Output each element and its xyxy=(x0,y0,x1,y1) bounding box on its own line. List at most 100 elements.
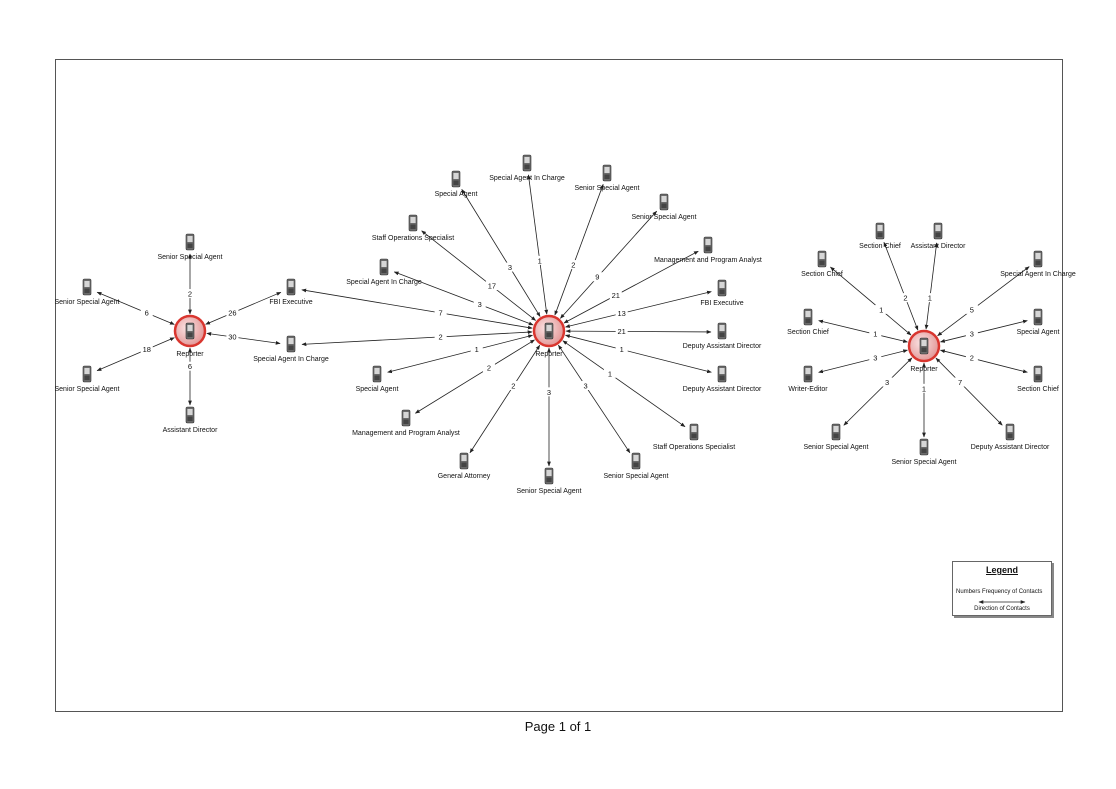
contact-label: Assistant Director xyxy=(163,427,219,434)
contact-label: Section Chief xyxy=(801,271,843,278)
contact-count: 17 xyxy=(488,282,496,291)
phone-icon xyxy=(544,467,554,485)
contact-count: 2 xyxy=(188,290,192,299)
contact-count: 7 xyxy=(958,378,962,387)
contact-count: 9 xyxy=(595,273,599,282)
contact-label: Senior Special Agent xyxy=(158,254,223,261)
contact-count: 2 xyxy=(439,332,443,341)
contact-count: 3 xyxy=(547,388,551,397)
contact-count: 1 xyxy=(608,369,612,378)
contact-label: Deputy Assistant Director xyxy=(683,343,762,350)
contact-count: 1 xyxy=(879,305,883,314)
contact-link xyxy=(565,290,712,328)
contact-link xyxy=(205,291,282,325)
phone-icon xyxy=(703,236,713,254)
contact-label: Special Agent xyxy=(356,386,399,393)
contact-count: 2 xyxy=(903,294,907,303)
contact-label: Senior Special Agent xyxy=(517,488,582,495)
contact-count: 3 xyxy=(583,382,587,391)
contact-label: Special Agent In Charge xyxy=(1000,271,1076,278)
phone-icon xyxy=(185,322,195,340)
hub-label: Reporter xyxy=(910,366,938,373)
contact-label: FBI Executive xyxy=(269,299,312,306)
contact-link xyxy=(818,319,908,343)
contact-label: Deputy Assistant Director xyxy=(683,386,762,393)
phone-icon xyxy=(185,233,195,251)
phone-icon xyxy=(919,438,929,456)
phone-icon xyxy=(717,322,727,340)
contact-count: 2 xyxy=(511,382,515,391)
contact-count: 1 xyxy=(538,256,542,265)
reporter-hub: Reporter xyxy=(907,329,941,373)
contact-label: Writer-Editor xyxy=(788,386,828,393)
contact-label: Assistant Director xyxy=(911,243,967,250)
contact-link xyxy=(940,319,1028,343)
hub-label: Reporter xyxy=(535,351,563,358)
contact-link xyxy=(96,337,175,372)
contact-count: 5 xyxy=(970,305,974,314)
legend-arrow-icon xyxy=(978,600,1026,604)
contact-link xyxy=(301,330,533,347)
contact-label: Special Agent xyxy=(435,191,478,198)
phone-icon xyxy=(451,170,461,188)
phone-icon xyxy=(286,335,296,353)
phone-icon xyxy=(631,452,641,470)
phone-icon xyxy=(717,365,727,383)
contact-count: 3 xyxy=(970,330,974,339)
contact-label: Management and Program Analyst xyxy=(654,257,762,264)
contact-count: 3 xyxy=(885,378,889,387)
contact-count: 7 xyxy=(439,308,443,317)
phone-icon xyxy=(602,164,612,182)
legend-frequency-text: Numbers Frequency of Contacts xyxy=(956,589,1043,595)
contact-label: Senior Special Agent xyxy=(55,386,120,393)
contact-link xyxy=(830,266,912,336)
phone-icon xyxy=(803,308,813,326)
contact-link xyxy=(469,344,541,454)
contact-link xyxy=(818,349,908,374)
contact-label: Special Agent xyxy=(1017,329,1060,336)
contact-link xyxy=(461,188,541,317)
phone-icon xyxy=(1033,365,1043,383)
contact-link xyxy=(935,357,1003,426)
contact-link xyxy=(301,288,533,330)
legend-direction-text: Direction of Contacts xyxy=(974,606,1030,612)
contact-count: 6 xyxy=(145,308,149,317)
contact-count: 2 xyxy=(487,363,491,372)
contact-link xyxy=(565,329,712,334)
phone-icon xyxy=(185,406,195,424)
phone-icon xyxy=(286,278,296,296)
phone-icon xyxy=(689,423,699,441)
contact-count: 1 xyxy=(475,345,479,354)
contact-label: Special Agent In Charge xyxy=(253,356,329,363)
contact-count: 2 xyxy=(970,354,974,363)
contact-count: 2 xyxy=(571,261,575,270)
contact-link xyxy=(96,291,175,325)
contact-count: 1 xyxy=(928,294,932,303)
contact-label: Staff Operations Specialist xyxy=(372,235,454,242)
phone-icon xyxy=(717,279,727,297)
phone-icon xyxy=(659,193,669,211)
phone-icon xyxy=(82,365,92,383)
contact-count: 3 xyxy=(508,263,512,272)
contact-label: Senior Special Agent xyxy=(55,299,120,306)
hub-label: Reporter xyxy=(176,351,204,358)
legend-title: Legend xyxy=(985,565,1018,575)
contact-link xyxy=(924,242,939,330)
contact-label: Senior Special Agent xyxy=(604,473,669,480)
contact-label: General Attorney xyxy=(438,473,491,480)
contact-link xyxy=(206,332,281,345)
contact-count: 21 xyxy=(612,291,620,300)
phone-icon xyxy=(919,337,929,355)
contact-count: 6 xyxy=(188,362,192,371)
contact-label: Senior Special Agent xyxy=(804,444,869,451)
contact-count: 21 xyxy=(617,327,625,336)
phone-icon xyxy=(817,250,827,268)
contact-count: 1 xyxy=(620,345,624,354)
contact-link xyxy=(558,344,631,454)
contact-count: 1 xyxy=(922,384,926,393)
contact-link xyxy=(527,174,549,315)
contact-count: 1 xyxy=(873,330,877,339)
reporter-hub: Reporter xyxy=(173,314,207,358)
contact-label: Management and Program Analyst xyxy=(352,430,460,437)
